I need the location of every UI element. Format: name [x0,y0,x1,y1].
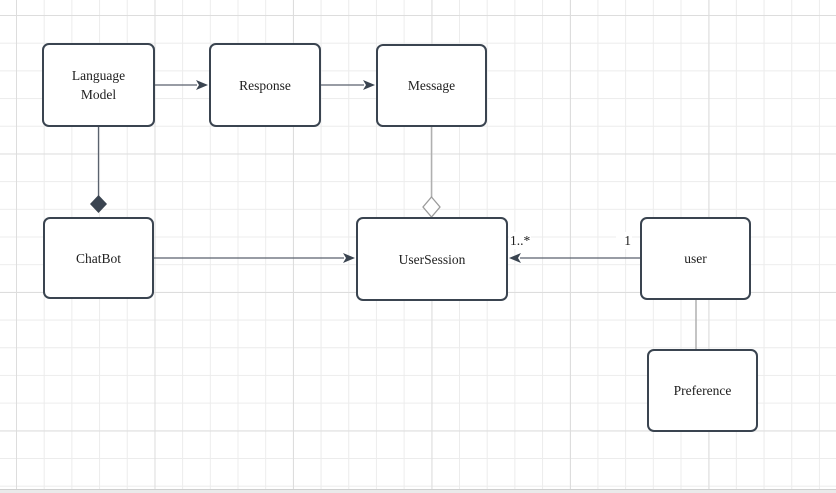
edge-message-usersession-aggregation[interactable] [422,127,441,219]
uml-class-preference[interactable]: Preference [647,349,758,432]
edge-languagemodel-chatbot-composition[interactable] [90,127,107,213]
aggregation-diamond-icon [422,195,441,219]
uml-class-response[interactable]: Response [209,43,321,127]
arrowhead-icon [196,80,208,90]
uml-class-user[interactable]: user [640,217,751,300]
uml-class-chatbot[interactable]: ChatBot [43,217,154,299]
edge-response-message[interactable] [321,80,375,90]
multiplicity-label-target[interactable]: 1..* [509,232,532,249]
uml-class-usersession[interactable]: UserSession [356,217,508,301]
uml-class-label: ChatBot [75,250,121,266]
page-boundary-bottom [0,489,836,493]
uml-class-label: Preference [673,383,732,398]
multiplicity-label-source[interactable]: 1 [616,232,632,249]
arrowhead-icon [363,80,375,90]
arrowhead-icon [343,253,355,263]
uml-class-language-model[interactable]: Language Model [42,43,155,127]
uml-class-label: UserSession [398,251,466,267]
uml-class-label: Response [239,77,291,93]
uml-class-label: Language Model [71,68,126,102]
arrowhead-icon [509,253,521,263]
composition-diamond-icon [90,195,107,213]
uml-class-label: Message [407,78,456,93]
edge-user-usersession[interactable] [509,253,640,263]
edge-languagemodel-response[interactable] [155,80,208,90]
uml-class-label: user [684,251,707,266]
uml-class-message[interactable]: Message [376,44,487,127]
edge-chatbot-usersession[interactable] [154,253,355,263]
